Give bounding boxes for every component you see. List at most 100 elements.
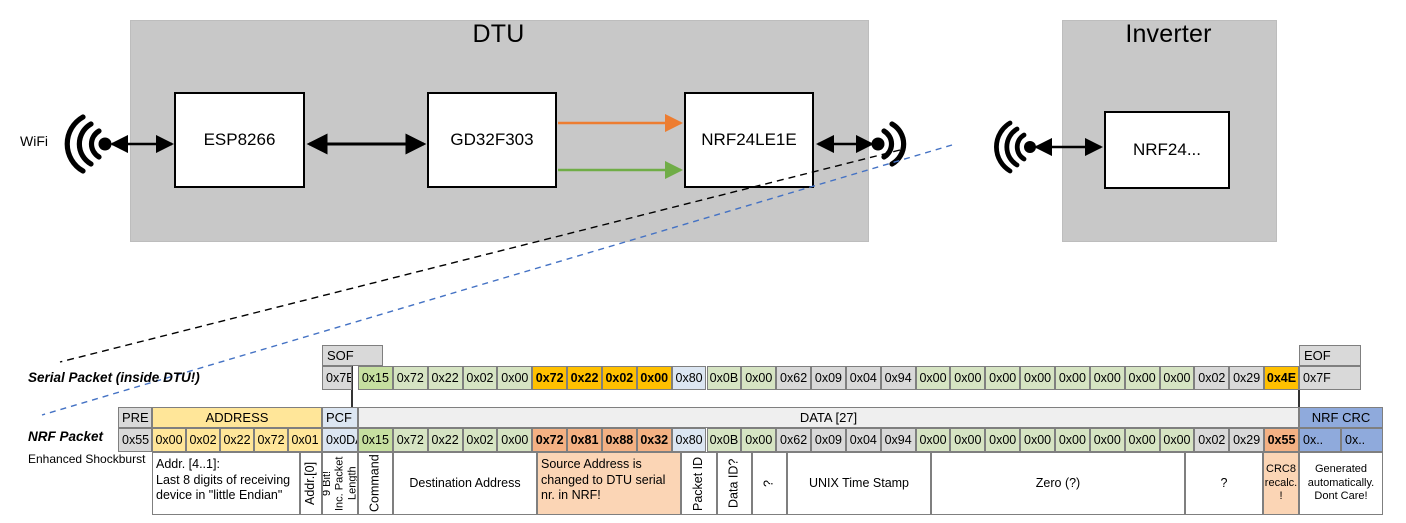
- nrf-address-byte-cell: 0x01: [288, 428, 322, 452]
- nrf-data-header: DATA [27]: [358, 407, 1299, 428]
- packet-byte-cell: 0x81: [567, 428, 602, 452]
- packet-byte-cell: 0x72: [532, 366, 568, 390]
- nrf-address-byte-cell: 0x72: [254, 428, 288, 452]
- packet-byte-cell: 0x72: [392, 366, 428, 390]
- nrf-packet-row-sublabel: Enhanced Shockburst: [28, 452, 146, 466]
- desc-unknown-1: ?: [752, 452, 787, 515]
- nrf-address-byte-cell: 0x22: [220, 428, 254, 452]
- packet-byte-cell: 0x00: [741, 366, 777, 390]
- packet-byte-cell: 0x80: [671, 366, 707, 390]
- wifi-antenna-icon: [64, 114, 112, 174]
- nrf-pcf-header: PCF: [322, 407, 358, 428]
- desc-nrf-crc: Generated automatically. Dont Care!: [1299, 452, 1383, 515]
- packet-byte-cell: 0x04: [845, 366, 881, 390]
- serial-sof-value: 0x7E: [322, 366, 352, 390]
- desc-addr0: Addr.[0]: [300, 452, 322, 515]
- chip-nrf24le1e: NRF24LE1E: [684, 92, 814, 188]
- packet-byte-cell: 0x09: [811, 428, 846, 452]
- packet-byte-cell: 0x00: [985, 428, 1021, 452]
- packet-byte-cell: 0x00: [497, 428, 533, 452]
- serial-eof-value: 0x7F: [1299, 366, 1361, 390]
- packet-byte-cell: 0x00: [915, 366, 951, 390]
- packet-byte-cell: 0x04: [845, 428, 881, 452]
- packet-byte-cell: 0x00: [1124, 366, 1160, 390]
- nrf-crc-header: NRF CRC: [1299, 407, 1383, 428]
- packet-byte-cell: 0x00: [1089, 428, 1125, 452]
- packet-byte-cell: 0x00: [985, 366, 1021, 390]
- packet-byte-cell: 0x0B: [706, 428, 742, 452]
- packet-byte-cell: 0x72: [532, 428, 568, 452]
- serial-sof-header: SOF: [322, 345, 383, 366]
- packet-byte-cell: 0x00: [1055, 366, 1090, 390]
- packet-byte-cell: 0x62: [776, 366, 812, 390]
- desc-packet-id: Packet ID: [681, 452, 717, 515]
- packet-byte-cell: 0x02: [1194, 428, 1230, 452]
- packet-byte-cell: 0x00: [1020, 428, 1055, 452]
- nrf-packet-row-label: NRF Packet: [28, 429, 104, 444]
- desc-destination-address: Destination Address: [393, 452, 537, 515]
- packet-byte-cell: 0x4E: [1264, 366, 1299, 390]
- desc-zero: Zero (?): [931, 452, 1185, 515]
- inverter-title: Inverter: [1125, 20, 1212, 48]
- packet-byte-cell: 0x32: [636, 428, 672, 452]
- chip-gd32f303: GD32F303: [427, 92, 557, 188]
- packet-byte-cell: 0x00: [1124, 428, 1160, 452]
- packet-byte-cell: 0x72: [392, 428, 428, 452]
- packet-byte-cell: 0x02: [462, 428, 498, 452]
- nrf-crc-byte-cell: 0x..: [1299, 428, 1341, 452]
- nrf-pcf-value: 0x0DA: [322, 428, 358, 452]
- packet-byte-cell: 0x02: [462, 366, 498, 390]
- packet-byte-cell: 0x0B: [706, 366, 742, 390]
- packet-byte-cell: 0x55: [1264, 428, 1299, 452]
- packet-byte-cell: 0x00: [950, 366, 986, 390]
- packet-byte-cell: 0x00: [1159, 366, 1195, 390]
- packet-byte-cell: 0x29: [1229, 428, 1265, 452]
- packet-byte-cell: 0x94: [880, 366, 916, 390]
- packet-byte-cell: 0x80: [671, 428, 707, 452]
- packet-byte-cell: 0x00: [741, 428, 777, 452]
- packet-byte-cell: 0x00: [1020, 366, 1055, 390]
- dtu-title: DTU: [472, 20, 525, 48]
- nrf-address-byte-cell: 0x00: [152, 428, 186, 452]
- desc-source-address: Source Address is changed to DTU serial …: [537, 452, 681, 515]
- desc-data-id: Data ID?: [717, 452, 752, 515]
- packet-byte-cell: 0x00: [497, 366, 533, 390]
- packet-byte-cell: 0x00: [1089, 366, 1125, 390]
- desc-unix-timestamp: UNIX Time Stamp: [787, 452, 931, 515]
- nrf-pre-value: 0x55: [118, 428, 152, 452]
- desc-command: Command: [358, 452, 393, 515]
- packet-byte-cell: 0x00: [950, 428, 986, 452]
- nrf-address-header: ADDRESS: [152, 407, 322, 428]
- nrf-crc-byte-cell: 0x..: [1341, 428, 1383, 452]
- packet-byte-cell: 0x94: [880, 428, 916, 452]
- packet-byte-cell: 0x00: [636, 366, 672, 390]
- packet-byte-cell: 0x09: [811, 366, 846, 390]
- serial-packet-row-label: Serial Packet (inside DTU!): [28, 370, 200, 385]
- packet-byte-cell: 0x00: [1159, 428, 1195, 452]
- packet-byte-cell: 0x00: [915, 428, 951, 452]
- packet-byte-cell: 0x88: [601, 428, 637, 452]
- chip-label: NRF24LE1E: [701, 130, 797, 149]
- nrf-address-byte-cell: 0x02: [186, 428, 220, 452]
- packet-byte-cell: 0x22: [427, 366, 463, 390]
- wifi-label: WiFi: [20, 133, 48, 149]
- packet-byte-cell: 0x02: [601, 366, 637, 390]
- chip-label: ESP8266: [203, 130, 276, 149]
- chip-nrf24: NRF24...: [1104, 111, 1230, 189]
- desc-address: Addr. [4..1]: Last 8 digits of receiving…: [152, 452, 300, 515]
- serial-eof-header: EOF: [1299, 345, 1361, 366]
- chip-label: GD32F303: [450, 130, 534, 149]
- dtu-antenna-icon: [871, 121, 907, 167]
- packet-byte-cell: 0x22: [427, 428, 463, 452]
- packet-byte-cell: 0x00: [1055, 428, 1090, 452]
- packet-byte-cell: 0x02: [1194, 366, 1230, 390]
- desc-pcf: 9 Bit! Inc. Packet Length: [322, 452, 358, 515]
- chip-esp8266: ESP8266: [174, 92, 305, 188]
- packet-byte-cell: 0x15: [358, 366, 393, 390]
- desc-crc8: CRC8 recalc. !: [1263, 452, 1299, 515]
- desc-unknown-2: ?: [1185, 452, 1263, 515]
- packet-byte-cell: 0x62: [776, 428, 812, 452]
- packet-byte-cell: 0x15: [358, 428, 393, 452]
- packet-byte-cell: 0x29: [1229, 366, 1265, 390]
